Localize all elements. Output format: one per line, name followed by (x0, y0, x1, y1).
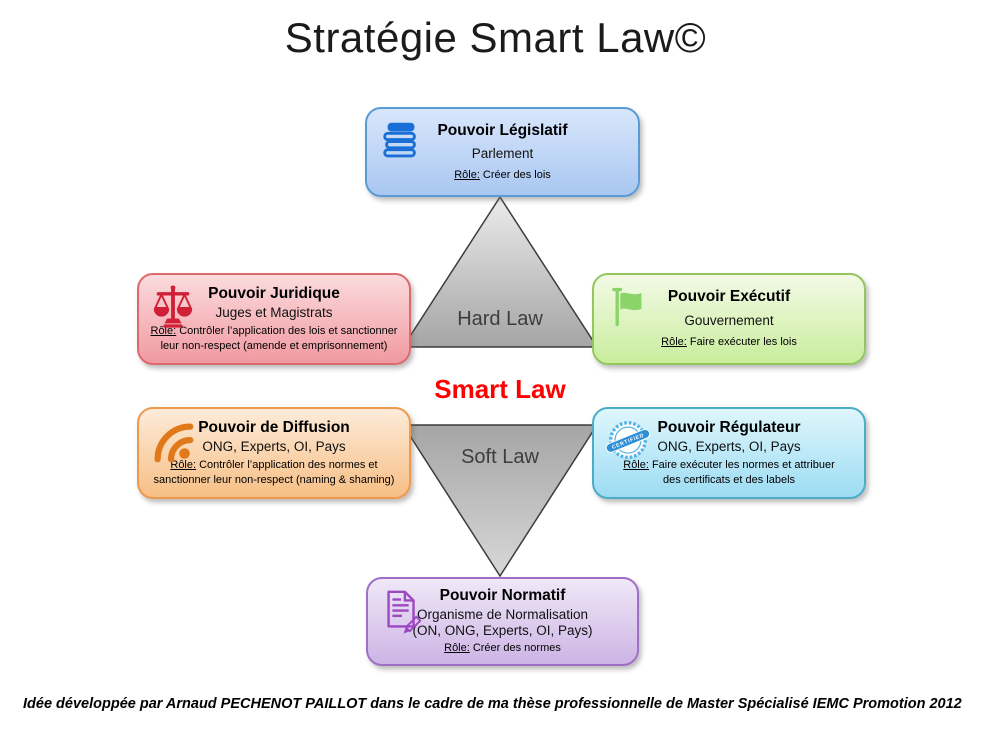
box-pouvoir-executif: Pouvoir Exécutif Gouvernement Rôle:Faire… (592, 273, 866, 365)
books-icon (377, 115, 425, 169)
box-role: Rôle:Faire exécuter les normes et attrib… (623, 458, 835, 487)
certified-stamp-icon: CERTIFIED (604, 415, 652, 469)
box-subtitle: ONG, Experts, OI, Pays (657, 439, 801, 455)
soft-law-triangle (401, 424, 599, 578)
flag-icon (604, 281, 652, 335)
box-pouvoir-regulateur: CERTIFIED Pouvoir Régulateur ONG, Expert… (592, 407, 866, 499)
box-pouvoir-de-diffusion: Pouvoir de Diffusion ONG, Experts, OI, P… (137, 407, 411, 499)
role-label: Rôle: (454, 168, 480, 181)
box-title: Pouvoir Exécutif (667, 288, 791, 306)
box-subtitle: Juges et Magistrats (215, 305, 333, 321)
scales-icon (149, 281, 197, 335)
hard-law-triangle (401, 195, 599, 348)
role-text: Contrôler l’application des lois et sanc… (160, 325, 398, 352)
broadcast-icon (149, 415, 197, 469)
role-text: Créer des normes (472, 642, 561, 655)
box-role: Rôle:Créer des lois (454, 168, 551, 183)
role-text: Créer des lois (482, 168, 551, 181)
smart-law-label: Smart Law (434, 374, 566, 404)
box-role: Rôle:Contrôler l’application des normes … (154, 458, 395, 487)
box-title: Pouvoir Juridique (208, 284, 340, 302)
role-label: Rôle: (623, 459, 649, 472)
box-title: Pouvoir Législatif (437, 121, 568, 139)
role-label: Rôle: (444, 642, 470, 655)
document-pencil-icon (378, 585, 426, 639)
box-pouvoir-legislatif: Pouvoir Législatif Parlement Rôle:Créer … (365, 107, 640, 197)
soft-law-label: Soft Law (461, 446, 539, 468)
box-role: Rôle:Faire exécuter les lois (661, 335, 797, 350)
page-title: Stratégie Smart Law© (284, 14, 707, 61)
box-subtitle: ONG, Experts, OI, Pays (202, 439, 346, 455)
box-pouvoir-normatif: Pouvoir Normatif Organisme de Normalisat… (366, 577, 639, 666)
role-label: Rôle: (661, 336, 687, 349)
box-subtitle: Parlement (471, 145, 534, 161)
role-label: Rôle: (150, 325, 177, 338)
role-label: Rôle: (170, 459, 197, 472)
box-role: Rôle:Contrôler l’application des lois et… (151, 324, 398, 353)
role-text: Faire exécuter les normes et attribuer d… (651, 459, 835, 486)
box-title: Pouvoir Régulateur (657, 418, 801, 436)
box-role: Rôle:Créer des normes (444, 641, 561, 656)
box-subtitle: Organisme de Normalisation (ON, ONG, Exp… (412, 606, 593, 639)
box-title: Pouvoir de Diffusion (198, 418, 350, 436)
hard-law-label: Hard Law (457, 308, 543, 330)
credit-line: Idée développée par Arnaud PECHENOT PAIL… (23, 696, 962, 712)
role-text: Faire exécuter les lois (689, 336, 797, 349)
box-pouvoir-juridique: Pouvoir Juridique Juges et Magistrats Rô… (137, 273, 411, 365)
box-subtitle: Gouvernement (684, 312, 774, 328)
box-title: Pouvoir Normatif (439, 587, 566, 605)
role-text: Contrôler l’application des normes et sa… (153, 459, 395, 486)
